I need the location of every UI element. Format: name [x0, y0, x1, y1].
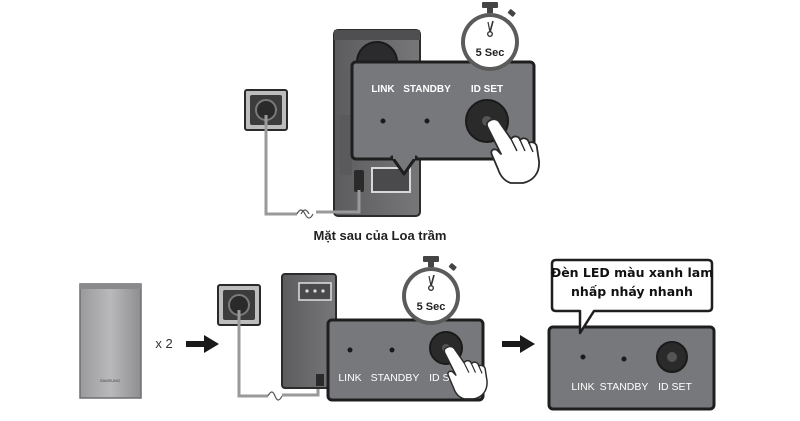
top-idset-label: ID SET [471, 84, 503, 95]
top-timer-label: 5 Sec [476, 47, 505, 59]
result-idset-label: ID SET [658, 381, 692, 393]
top-button-panel: LINK STANDBY ID SET [350, 60, 536, 176]
cable-break [296, 209, 314, 219]
led-callout [550, 258, 714, 335]
top-standby-led [424, 118, 430, 124]
arrow-right-icon [186, 335, 219, 353]
top-link-label: LINK [371, 84, 395, 95]
bottom-standby-led [389, 347, 395, 353]
top-caption: Mặt sau của Loa trầm [314, 228, 447, 243]
stopwatch-icon: 5 Sec [460, 1, 520, 72]
bottom-link-led [347, 347, 353, 353]
bottom-scene: SAMSUNG x 2 LINK STANDBY [79, 255, 716, 411]
top-link-led [380, 118, 386, 124]
rear-speaker: SAMSUNG [79, 283, 142, 399]
top-standby-label: STANDBY [403, 84, 451, 95]
result-link-label: LINK [571, 381, 594, 393]
multiplier-label: x 2 [155, 336, 172, 351]
cable-break [267, 391, 283, 401]
led-callout-text: Đèn LED màu xanh lam nhấp nháy nhanh [543, 263, 721, 301]
result-standby-label: STANDBY [600, 381, 649, 393]
stopwatch-icon: 5 Sec [401, 255, 461, 326]
callout-line-1: Đèn LED màu xanh lam [550, 265, 714, 280]
result-button-panel: LINK STANDBY ID SET [547, 325, 716, 411]
bottom-standby-label: STANDBY [371, 372, 420, 384]
result-link-led [580, 354, 586, 360]
bottom-button-panel: LINK STANDBY ID SET [326, 318, 485, 402]
speaker-brand-logo: SAMSUNG [100, 378, 120, 383]
arrow-right-icon [502, 335, 535, 353]
bottom-timer-label: 5 Sec [417, 301, 446, 313]
bottom-link-label: LINK [338, 372, 361, 384]
power-cable [264, 115, 361, 216]
callout-line-2: nhấp nháy nhanh [571, 284, 693, 299]
result-standby-led [621, 356, 627, 362]
top-scene: LINK STANDBY ID SET 5 Sec [244, 1, 540, 219]
